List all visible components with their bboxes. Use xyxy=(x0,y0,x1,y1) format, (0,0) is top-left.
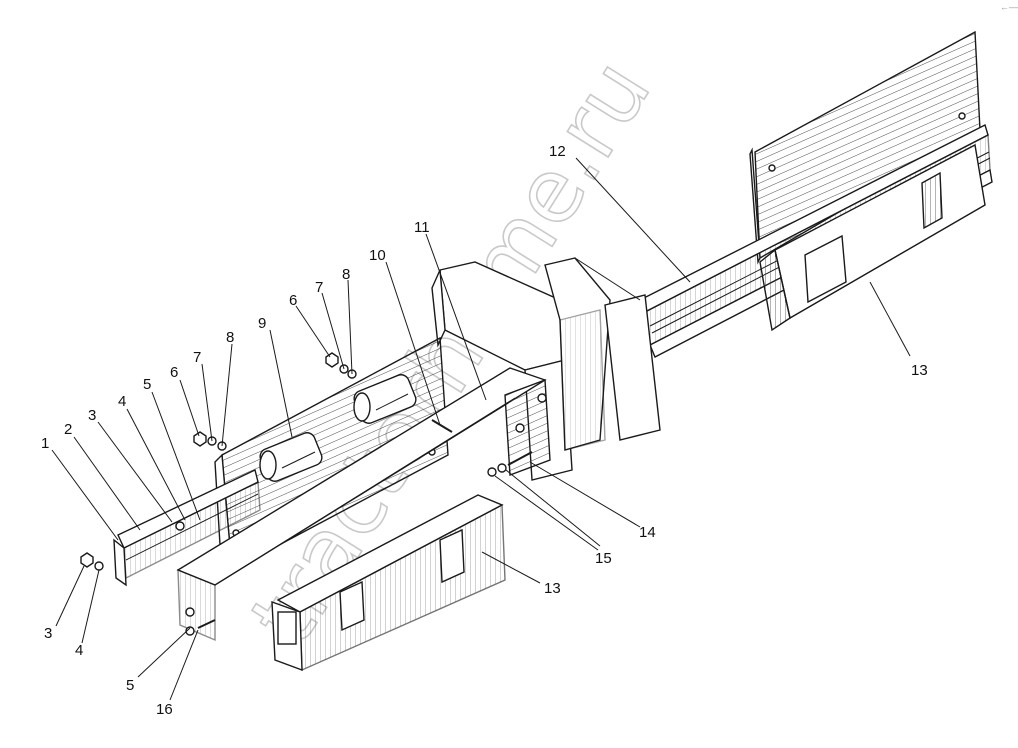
label-1: 1 xyxy=(41,435,49,452)
corner-mark: ←— xyxy=(1000,2,1018,12)
label-6-upper: 6 xyxy=(289,292,297,309)
lamp-13-upper xyxy=(759,143,986,332)
label-12: 12 xyxy=(549,143,566,160)
label-4-lower: 4 xyxy=(75,642,83,659)
label-8-upper: 8 xyxy=(342,266,350,283)
fasteners xyxy=(80,352,533,636)
label-15: 15 xyxy=(595,550,612,567)
label-5: 5 xyxy=(143,376,151,393)
label-10: 10 xyxy=(369,247,386,264)
label-2: 2 xyxy=(64,421,72,438)
lamp-13-lower xyxy=(271,494,506,672)
label-7: 7 xyxy=(193,349,201,366)
label-6: 6 xyxy=(170,364,178,381)
center-bracket-12 xyxy=(544,257,661,451)
label-13-lower: 13 xyxy=(544,580,561,597)
label-9: 9 xyxy=(258,315,266,332)
leader-lines xyxy=(51,157,911,701)
label-8: 8 xyxy=(226,329,234,346)
rubber-tube-9a xyxy=(259,432,323,482)
label-3-lower: 3 xyxy=(44,625,52,642)
front-angle-bracket xyxy=(176,367,551,642)
label-16: 16 xyxy=(156,701,173,718)
left-channel-rail xyxy=(113,469,261,587)
rubber-tube-9b xyxy=(353,374,417,424)
label-14: 14 xyxy=(639,524,656,541)
label-4: 4 xyxy=(118,393,126,410)
label-7-upper: 7 xyxy=(315,279,323,296)
label-11: 11 xyxy=(414,219,430,236)
part-labels: 1 2 3 4 5 6 7 8 9 6 7 8 10 11 12 13 14 1… xyxy=(41,143,928,718)
label-13-upper: 13 xyxy=(911,362,928,379)
label-5-lower: 5 xyxy=(126,677,134,694)
label-3: 3 xyxy=(88,407,96,424)
